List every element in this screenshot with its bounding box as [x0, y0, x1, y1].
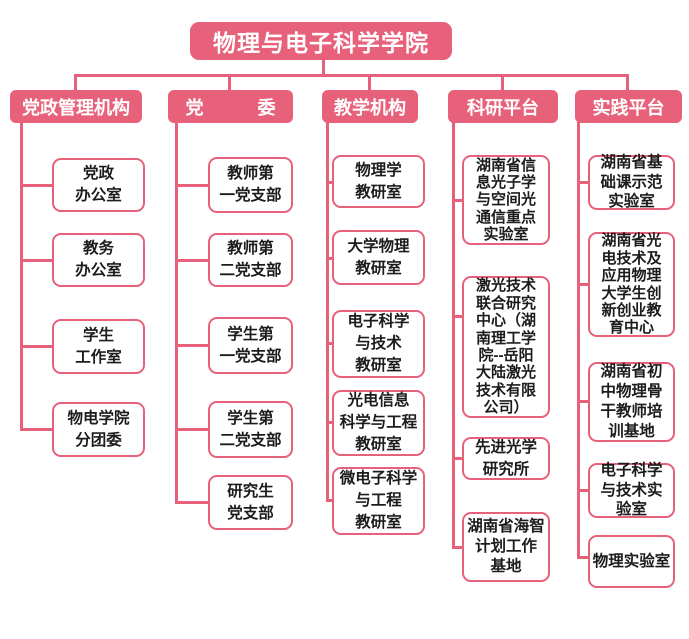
- connector-stub: [326, 342, 334, 345]
- org-node-laser-tech-joint-center: 激光技术 联合研究 中心（湖 南理工学 院--岳阳 大陆激光 技术有限 公司）: [462, 276, 550, 418]
- org-node-electronic-science-teaching-office: 电子科学 与技术 教研室: [332, 310, 425, 378]
- connector-stub: [20, 345, 52, 348]
- org-node-youth-league-committee: 物电学院 分团委: [52, 402, 145, 457]
- connector-stub: [326, 499, 334, 502]
- branch-header-practice: 实践平台: [575, 90, 682, 123]
- connector-stub: [20, 428, 52, 431]
- org-node-teacher-party-branch-2: 教师第 二党支部: [208, 233, 293, 287]
- connector-drop-party-committee: [228, 74, 231, 91]
- org-node-party-admin-office: 党政 办公室: [52, 158, 145, 212]
- connector-stub: [577, 556, 588, 559]
- connector-horizontal-bus: [74, 74, 629, 77]
- org-node-graduate-party-branch: 研究生 党支部: [208, 475, 293, 530]
- connector-drop-research: [501, 74, 504, 91]
- org-node-microelectronics-teaching-office: 微电子科学 与工程 教研室: [332, 467, 425, 535]
- connector-stub: [577, 283, 588, 286]
- connector-stub: [175, 344, 208, 347]
- connector-stub: [326, 181, 334, 184]
- org-node-teacher-party-branch-1: 教师第 一党支部: [208, 157, 293, 213]
- org-node-college-physics-teaching-office: 大学物理 教研室: [332, 230, 425, 285]
- connector-stub: [577, 400, 588, 403]
- connector-stub: [452, 457, 464, 460]
- org-node-student-party-branch-2: 学生第 二党支部: [208, 401, 293, 458]
- connector-stub: [175, 501, 208, 504]
- connector-trunk-practice: [577, 122, 580, 559]
- connector-stub: [326, 257, 334, 260]
- org-node-photonics-key-lab: 湖南省信 息光子学 与空间光 通信重点 实验室: [462, 155, 550, 245]
- connector-trunk-party-admin: [20, 122, 23, 431]
- org-node-optoelectronic-info-teaching-office: 光电信息 科学与工程 教研室: [332, 390, 425, 456]
- org-node-physics-lab: 物理实验室: [588, 535, 675, 588]
- connector-drop-party-admin: [74, 74, 77, 91]
- org-node-advanced-optics-institute: 先进光学 研究所: [462, 437, 550, 480]
- connector-trunk-research: [452, 122, 455, 548]
- branch-header-party-committee: 党 委: [168, 90, 293, 123]
- org-root-node: 物理与电子科学学院: [190, 22, 452, 60]
- connector-stub: [577, 489, 588, 492]
- org-node-academic-affairs-office: 教务 办公室: [52, 233, 145, 287]
- org-node-electronic-science-tech-lab: 电子科学 与技术实 验室: [588, 462, 675, 518]
- connector-drop-practice: [626, 74, 629, 91]
- connector-stub: [175, 184, 208, 187]
- org-node-student-office: 学生 工作室: [52, 319, 145, 374]
- connector-stub: [20, 259, 52, 262]
- connector-trunk-party-committee: [175, 122, 178, 504]
- org-node-physics-teacher-training-base: 湖南省初 中物理骨 干教师培 训基地: [588, 362, 675, 442]
- org-node-haizhi-plan-base: 湖南省海智 计划工作 基地: [462, 512, 550, 582]
- connector-trunk-teaching: [326, 122, 329, 501]
- org-node-physics-teaching-office: 物理学 教研室: [332, 155, 425, 208]
- connector-stub: [452, 315, 464, 318]
- branch-header-party-admin: 党政管理机构: [10, 90, 142, 123]
- connector-stub: [577, 181, 588, 184]
- connector-stub: [175, 428, 208, 431]
- org-node-student-party-branch-1: 学生第 一党支部: [208, 317, 293, 374]
- connector-stub: [175, 259, 208, 262]
- branch-header-research: 科研平台: [448, 90, 558, 123]
- connector-stub: [20, 184, 52, 187]
- branch-header-teaching: 教学机构: [322, 90, 418, 123]
- connector-root-stub: [322, 60, 325, 75]
- org-node-innovation-education-center: 湖南省光 电技术及 应用物理 大学生创 新创业教 育中心: [588, 232, 675, 337]
- connector-stub: [452, 546, 464, 549]
- connector-stub: [326, 421, 334, 424]
- org-node-basic-course-demo-lab: 湖南省基 础课示范 实验室: [588, 154, 675, 210]
- connector-stub: [452, 199, 464, 202]
- connector-drop-teaching: [368, 74, 371, 91]
